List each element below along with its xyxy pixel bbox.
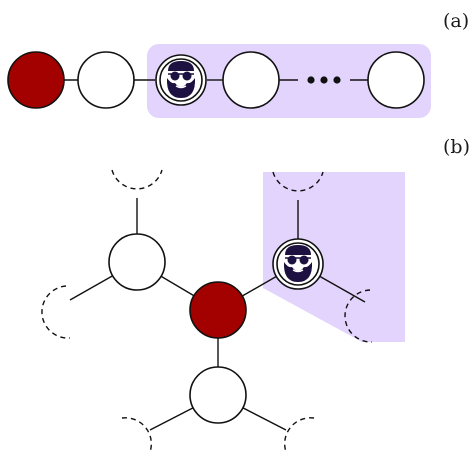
character-node-a	[155, 54, 207, 106]
node-a-4	[222, 51, 280, 109]
node-b-left	[108, 233, 166, 291]
dashed-node-bottom-right	[283, 417, 315, 453]
character-node-b	[272, 238, 324, 290]
panel-label-a: (a)	[443, 10, 470, 32]
dashed-neighbors	[41, 169, 373, 453]
panel-b	[41, 169, 405, 453]
panel-label-b: (b)	[443, 136, 470, 158]
ellipsis-dots-icon	[307, 76, 341, 84]
root-node-b	[189, 281, 247, 339]
root-node-a	[7, 51, 65, 109]
highlight-region-a	[147, 44, 431, 118]
dashed-node-left-side	[41, 285, 71, 339]
node-a-6	[367, 51, 425, 109]
node-b-bottom	[189, 366, 247, 424]
dashed-node-bottom-left	[121, 417, 153, 453]
panel-a	[7, 44, 431, 118]
node-a-2	[77, 51, 135, 109]
dashed-node-right-top	[272, 171, 324, 192]
dashed-node-right-side	[344, 289, 373, 343]
dashed-node-left-top	[111, 169, 163, 190]
